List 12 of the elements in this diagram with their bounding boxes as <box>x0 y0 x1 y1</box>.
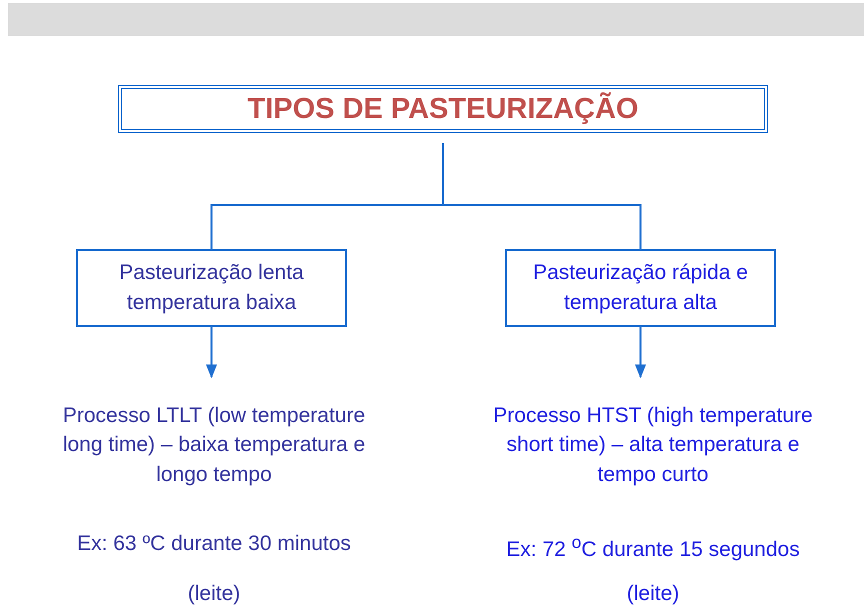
process-description: Processo HTST (high temperature short time) – alta temperatura e tempo curto <box>482 380 824 510</box>
arrow <box>206 327 218 378</box>
process-box: Pasteurização rápida e temperatura alta <box>505 249 776 327</box>
note-text: (leite) <box>626 582 680 606</box>
note-text: (leite) <box>186 582 242 606</box>
title-box: TIPOS DE PASTEURIZAÇÃO <box>118 85 768 133</box>
process-box: Pasteurização lenta temperatura baixa <box>76 249 347 327</box>
example-text: Ex: 63 ºC durante 30 minutos <box>76 532 352 556</box>
example-text: Ex: 72 $^{o}$C durante 15 segundos <box>505 532 801 562</box>
connector-line <box>442 143 642 249</box>
process-description: Processo LTLT (low temperature long time) – baixa temperatura e longo tempo <box>56 380 372 510</box>
arrow <box>634 327 646 378</box>
